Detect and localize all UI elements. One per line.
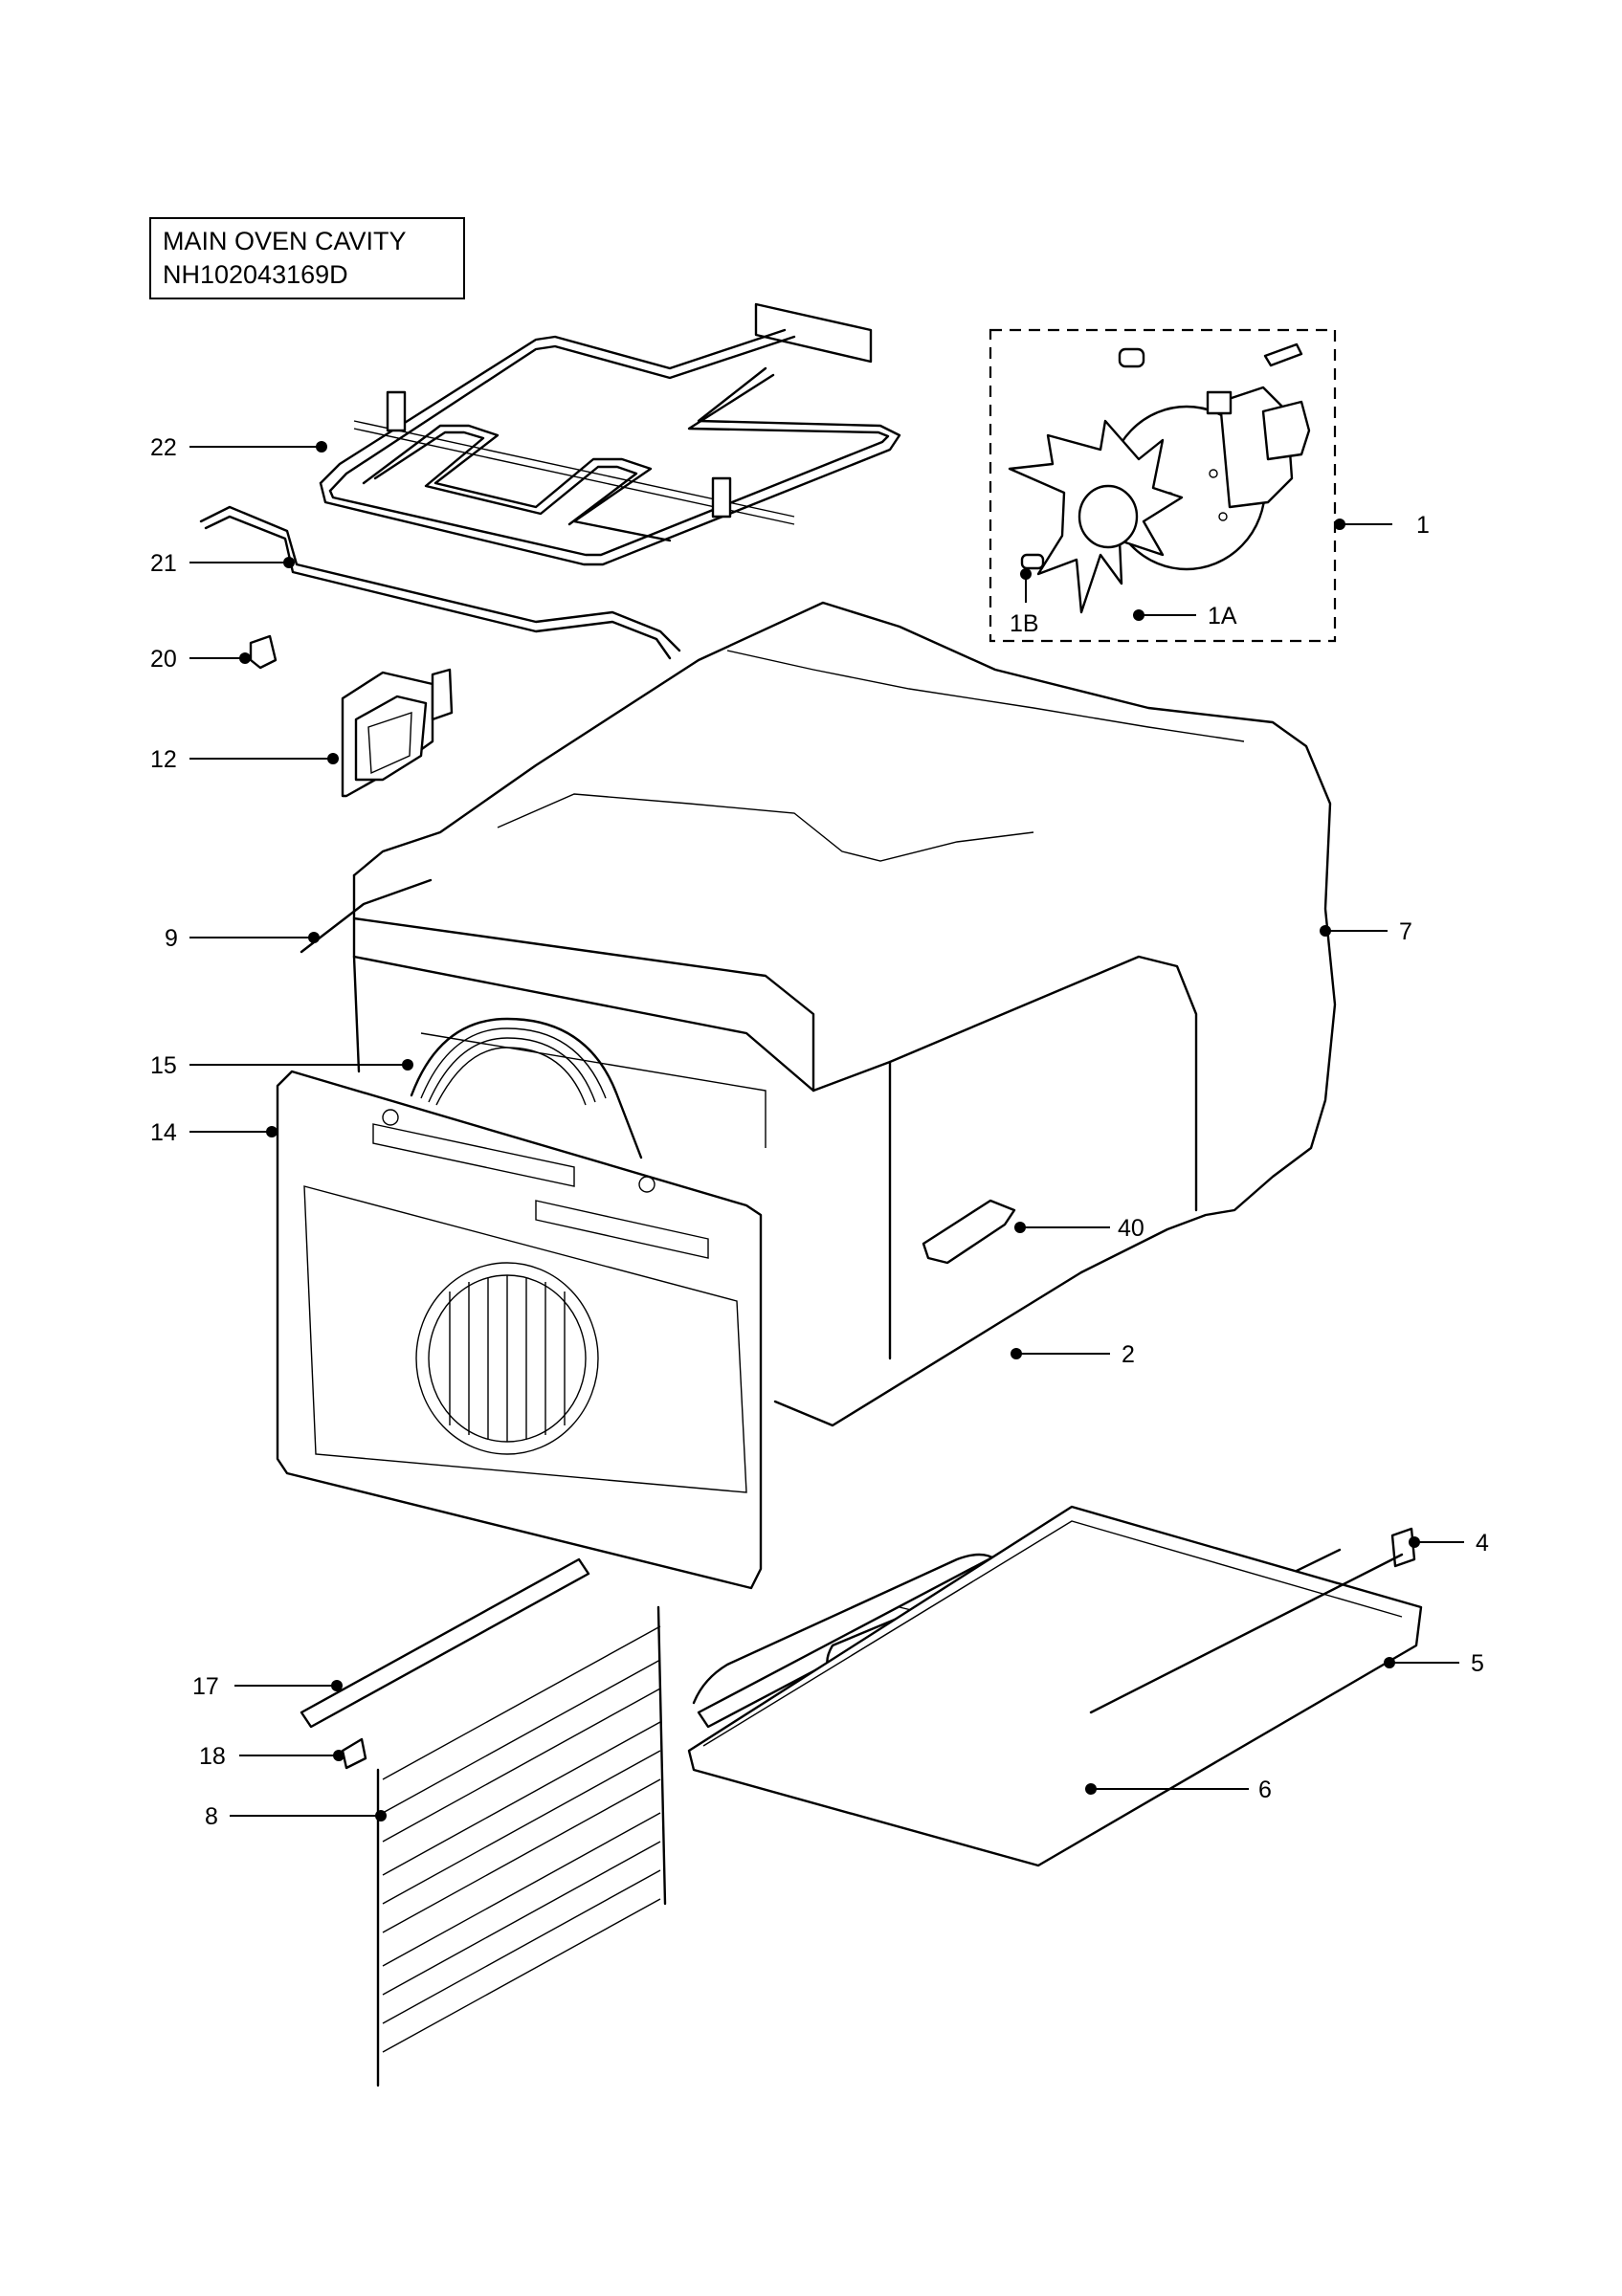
callout-label-1: 1 <box>1416 512 1430 539</box>
shelf-support-bar <box>300 1557 590 1729</box>
diagram-part-number: NH102043169D <box>163 260 348 289</box>
callout-40: 40 <box>1014 1215 1144 1242</box>
callout-label-17: 17 <box>192 1673 219 1700</box>
callout-5: 5 <box>1384 1650 1484 1677</box>
clip-part-20 <box>249 634 278 670</box>
diagram-title-box: MAIN OVEN CAVITY NH102043169D <box>149 217 465 299</box>
front-liner-panel <box>276 1070 763 1590</box>
rear-bracket-part-4 <box>1089 1527 1416 1714</box>
callout-6: 6 <box>1085 1777 1272 1803</box>
callout-21: 21 <box>150 550 295 577</box>
door-seal <box>410 1017 643 1159</box>
callout-22: 22 <box>150 434 327 461</box>
shelf-side-runners <box>376 1605 667 2087</box>
oven-lamp <box>341 668 454 798</box>
callout-label-4: 4 <box>1476 1530 1489 1556</box>
callout-label-21: 21 <box>150 550 177 577</box>
callout-label-14: 14 <box>150 1119 177 1146</box>
callout-15: 15 <box>150 1052 413 1079</box>
callout-label-1A: 1A <box>1208 603 1237 629</box>
callout-2: 2 <box>1011 1341 1135 1368</box>
callout-label-5: 5 <box>1471 1650 1484 1677</box>
callout-label-1B: 1B <box>1010 610 1039 637</box>
side-bracket-part-40 <box>922 1199 1016 1265</box>
callout-label-22: 22 <box>150 434 177 461</box>
cavity-top-strip <box>300 878 433 954</box>
callout-1B: 1B <box>1010 568 1039 637</box>
callout-4: 4 <box>1409 1530 1489 1556</box>
callout-12: 12 <box>150 746 339 773</box>
callout-8: 8 <box>205 1803 387 1830</box>
callout-label-40: 40 <box>1118 1215 1144 1242</box>
callout-18: 18 <box>199 1743 344 1770</box>
callout-7: 7 <box>1320 918 1412 945</box>
callout-label-7: 7 <box>1399 918 1412 945</box>
callout-label-8: 8 <box>205 1803 218 1830</box>
base-tray <box>687 1505 1423 1867</box>
callout-label-2: 2 <box>1122 1341 1135 1368</box>
callout-label-18: 18 <box>199 1743 226 1770</box>
oven-cavity-body <box>352 873 1198 1427</box>
callout-14: 14 <box>150 1119 278 1146</box>
shelf-clip-part-18 <box>341 1737 367 1770</box>
callout-label-12: 12 <box>150 746 177 773</box>
cavity-insulation-wrap <box>352 601 1337 1274</box>
top-grill-element <box>319 302 901 566</box>
callout-1A: 1A <box>1133 603 1237 629</box>
callout-label-20: 20 <box>150 646 177 673</box>
callout-1: 1 <box>1334 512 1430 539</box>
fan-motor-assembly <box>989 328 1337 643</box>
callout-9: 9 <box>165 925 320 952</box>
callout-20: 20 <box>150 646 251 673</box>
grill-support-bar <box>199 505 681 660</box>
callout-label-6: 6 <box>1258 1777 1272 1803</box>
diagram-title: MAIN OVEN CAVITY <box>163 227 407 255</box>
callout-label-15: 15 <box>150 1052 177 1079</box>
callout-17: 17 <box>192 1673 343 1700</box>
callout-label-9: 9 <box>165 925 178 952</box>
